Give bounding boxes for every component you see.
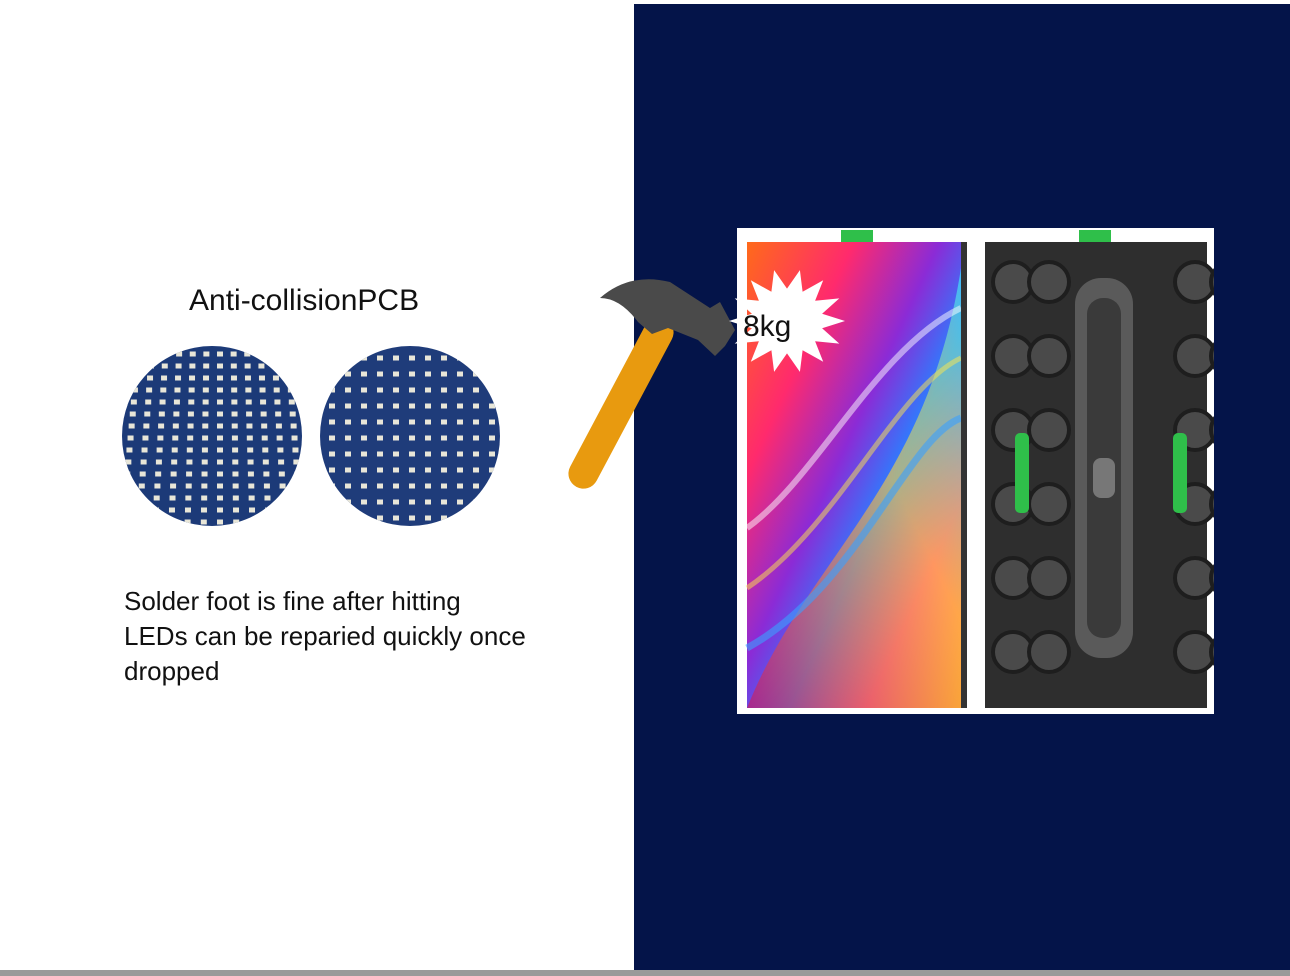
weight-label: 8kg bbox=[743, 310, 792, 343]
description-text: Solder foot is fine after hitting LEDs c… bbox=[124, 584, 604, 689]
pcb-photo-flat bbox=[320, 346, 500, 526]
pcb-title: Anti-collisionPCB bbox=[189, 284, 420, 317]
pcb-photo-angled bbox=[122, 346, 302, 526]
description-line: Solder foot is fine after hitting bbox=[124, 586, 461, 616]
starburst-icon bbox=[729, 270, 845, 372]
bottom-scroll-bar bbox=[0, 970, 1290, 976]
hammer-icon bbox=[568, 279, 735, 489]
left-panel bbox=[0, 0, 634, 970]
led-cabinet-product-image bbox=[737, 228, 1253, 714]
description-line: dropped bbox=[124, 656, 220, 686]
description-line: LEDs can be reparied quickly once bbox=[124, 621, 526, 651]
